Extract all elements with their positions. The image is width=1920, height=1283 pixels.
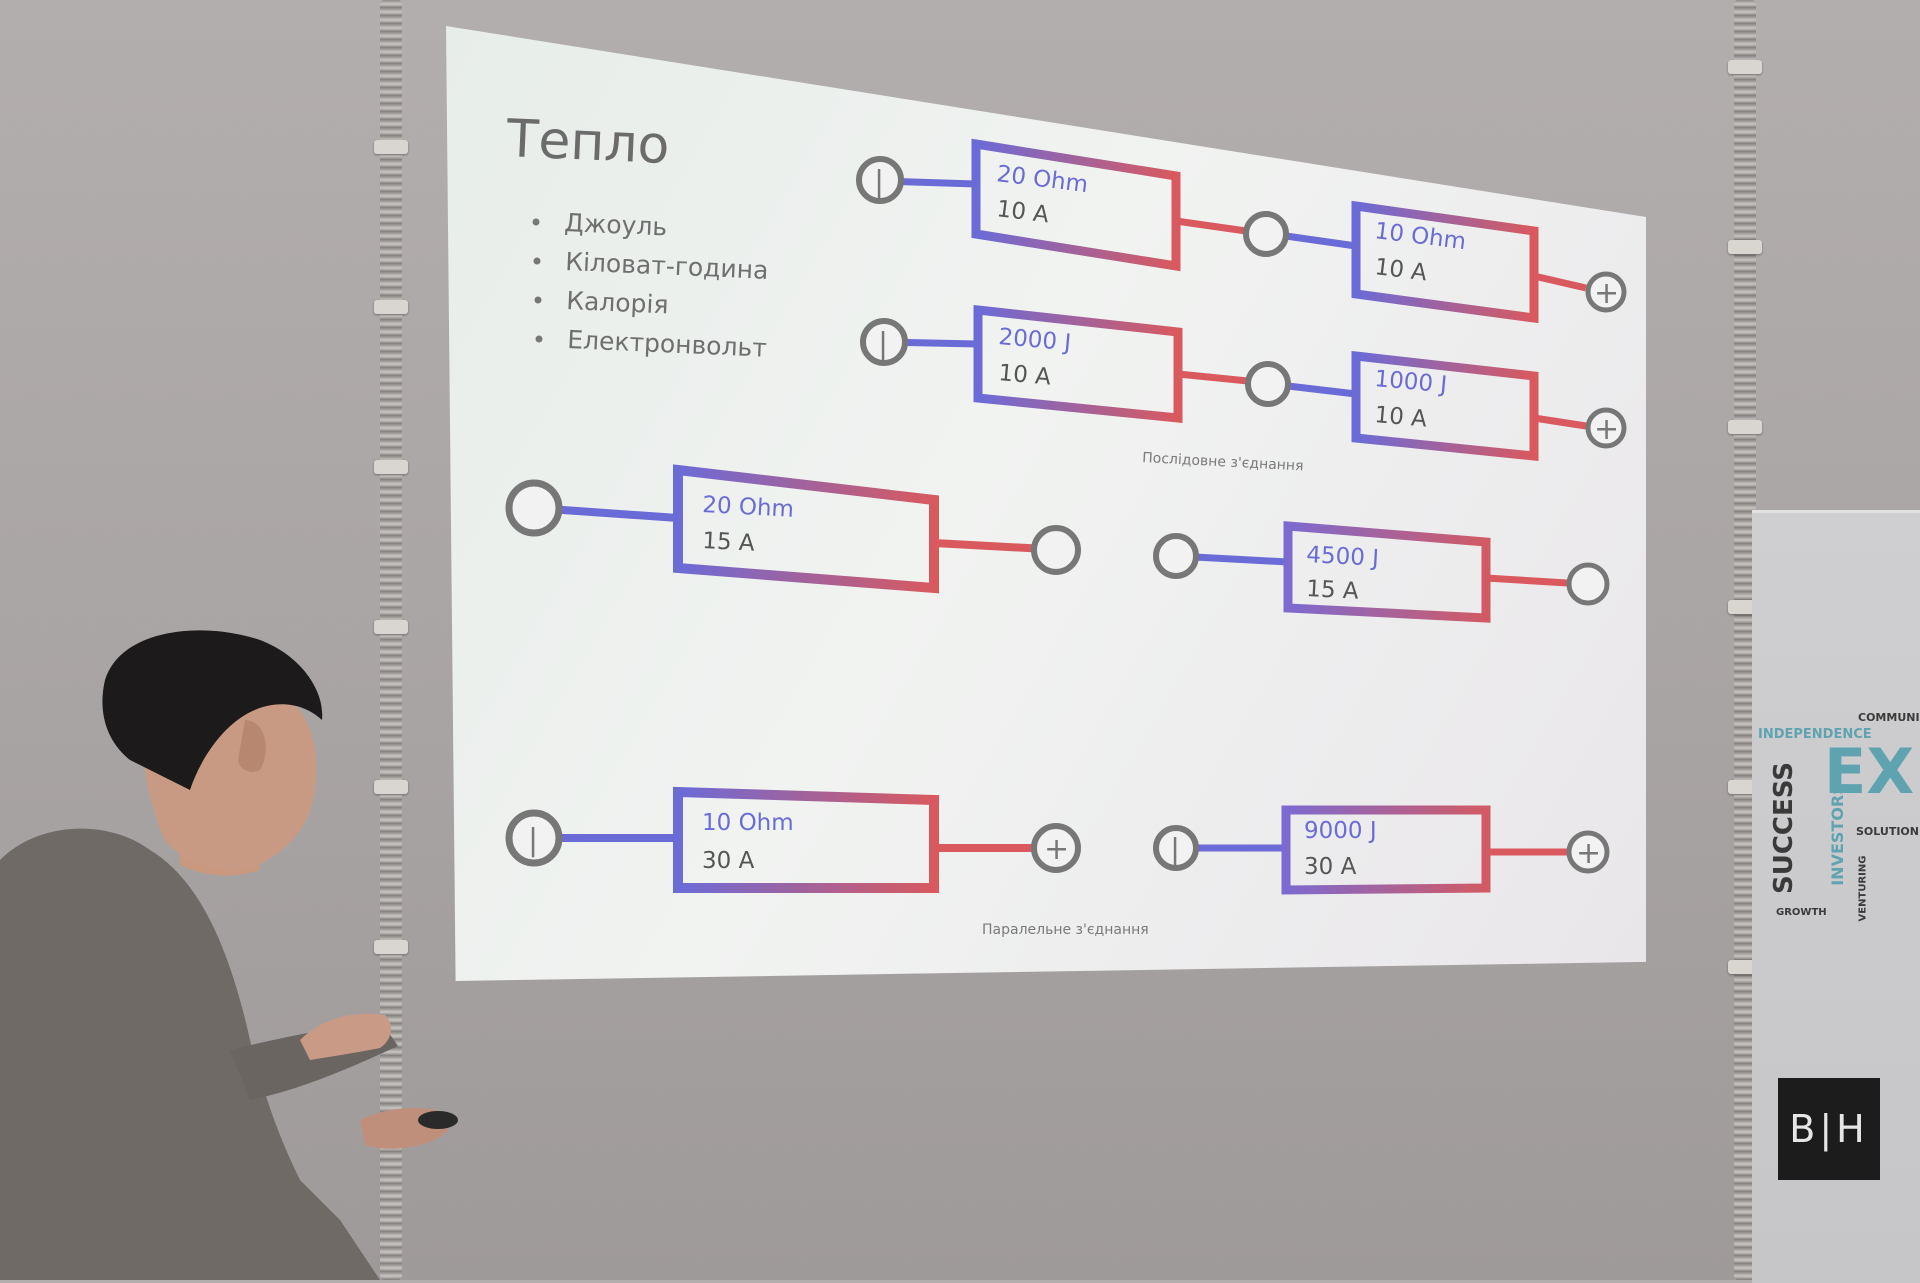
bullet-item: Електронвольт [567,325,768,363]
node-terminal-icon [1245,361,1291,407]
poster-word: INDEPENDENCE [1758,727,1872,742]
series-circuit-resistance: 20 Ohm 10 A 10 Ohm 10 A | + [856,138,1627,324]
poster-word: VENTURING [1857,855,1869,922]
poster-word: INVESTORS [1827,783,1847,886]
box-label-bottom: 30 A [702,848,755,874]
parallel-circuit-resistance: 20 Ohm 15 A 10 Ohm 30 A | + [505,464,1081,893]
terminal-symbol: + [1576,836,1601,871]
logo: B|H [1778,1078,1880,1180]
bullet-item: Кіловат-година [565,247,769,285]
wire [1287,382,1357,398]
node-terminal-icon [1243,211,1289,257]
bullet-item: Калорія [566,286,669,319]
conduit-clip [1728,420,1762,434]
conduit-clip [374,300,408,314]
minus-terminal-icon [860,318,908,366]
bullet-dot [533,257,541,265]
energy-box [1281,805,1491,895]
bullet-list: Джоуль Кіловат-година Калорія Електронво… [532,208,769,363]
conduit-clip [374,620,408,634]
poster-word: SUCCESS [1769,761,1800,895]
terminal-symbol: | [528,823,538,858]
slide-title: Тепло [504,109,670,176]
wire [1533,414,1587,430]
presenter-hand [300,1013,392,1060]
minus-terminal-icon [505,809,563,867]
projected-slide: Тепло Джоуль Кіловат-година Калорія Елек… [446,26,1646,981]
wire [1177,370,1249,385]
box-label-top: 1000 J [1373,366,1448,398]
wire [933,539,1047,553]
terminal-symbol: + [1594,412,1619,447]
series-caption: Послідовне з'єднання [1142,450,1304,474]
terminal-symbol: + [1044,832,1069,867]
box-label-top: 4500 J [1306,542,1380,572]
poster-word: SOLUTION [1856,825,1919,838]
terminal-symbol: + [1594,276,1619,311]
box-label-top: 20 Ohm [995,161,1089,198]
box-label-bottom: 15 A [702,528,756,557]
plus-terminal-icon [1031,823,1081,873]
parallel-caption: Паралельне з'єднання [982,922,1149,938]
conduit-clip [374,140,408,154]
wire [1533,272,1587,292]
terminal-symbol: | [874,165,884,200]
energy-box [973,304,1183,423]
conduit-clip [374,460,408,474]
box-label-bottom: 10 A [997,360,1052,390]
series-circuit-energy: 2000 J 10 A 1000 J 10 A | + [860,304,1627,461]
bullet-dot [532,218,540,226]
resistor-box [673,464,939,594]
resistor-box [1351,200,1539,324]
left-conduit [380,0,402,1280]
box-label-top: 9000 J [1304,818,1377,844]
presenter-ear [238,720,266,772]
resistor-box [673,786,939,893]
wire [1285,232,1357,250]
plus-terminal-icon [1585,271,1627,313]
presenter-figure [0,630,458,1280]
box-label-top: 10 Ohm [702,810,794,836]
box-label-bottom: 30 A [1304,854,1357,880]
plus-terminal-icon [1566,830,1610,874]
plus-terminal-icon [1585,407,1627,449]
box-label-bottom: 10 A [1373,254,1428,286]
node-terminal-icon [1031,525,1081,575]
bullet-dot [534,296,542,304]
energy-box [1351,350,1539,461]
poster-word: GROWTH [1776,907,1827,918]
node-terminal-icon [505,479,563,537]
poster-word: EX [1824,735,1915,808]
bullet-item: Джоуль [564,208,668,241]
resistor-box [971,138,1181,272]
slide-canvas: Тепло Джоуль Кіловат-година Калорія Елек… [504,109,1627,938]
bullet-dot [535,335,543,343]
terminal-symbol: | [878,327,888,362]
minus-terminal-icon [1153,825,1199,871]
node-terminal-icon [1566,562,1610,606]
conduit-clip [374,780,408,794]
wire [1175,217,1247,235]
logo-text: B|H [1789,1107,1869,1151]
terminal-symbol: | [1170,833,1180,868]
presenter-hoodie [0,828,380,1280]
box-label-top: 2000 J [997,324,1072,356]
presenter-hair [102,630,323,790]
conduit-clip [1728,60,1762,74]
minus-terminal-icon [856,156,904,204]
conduit-clip [374,940,408,954]
node-terminal-icon [1153,533,1199,579]
box-label-bottom: 10 A [995,196,1050,228]
conduit-clip [1728,240,1762,254]
poster-word: COMMUNI [1858,711,1920,724]
box-label-bottom: 10 A [1373,402,1428,432]
clicker-icon [418,1111,458,1129]
box-label-top: 20 Ohm [702,492,795,523]
parallel-circuit-energy: 4500 J 15 A 9000 J 30 A | + [1153,521,1610,895]
box-label-bottom: 15 A [1306,576,1360,605]
energy-box [1283,521,1491,623]
